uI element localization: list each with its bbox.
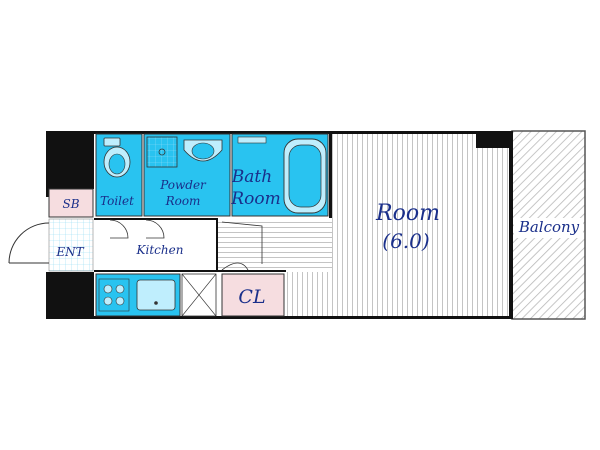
toilet-label: Toilet (100, 194, 134, 208)
entrance-door-swing (8, 222, 50, 264)
kitchen-label: Kitchen (136, 243, 184, 257)
balcony-area: Balcony (511, 130, 586, 320)
closet-label: CL (238, 286, 265, 308)
powder-room-label-line2: Room (165, 194, 201, 208)
room-size-label: (6.0) (382, 229, 429, 253)
powder-room: Powder Room (143, 133, 231, 217)
closet: CL (221, 273, 285, 317)
entrance-label: ENT (55, 245, 84, 259)
entrance-area: ENT (8, 218, 94, 272)
room-label: Room (375, 201, 440, 226)
bathroom-label-line2: Room (230, 189, 280, 209)
shower-tray-icon (146, 136, 178, 168)
main-room-area: Room (6.0) (218, 131, 512, 319)
shoe-box: SB (48, 188, 94, 218)
toilet-tank-icon (103, 137, 121, 147)
kitchen-sink-icon (136, 279, 176, 311)
bathroom: Bath Room (230, 133, 329, 217)
toilet-room: Toilet (95, 133, 143, 217)
walls (46, 131, 513, 319)
bathroom-label-line1: Bath (231, 167, 272, 187)
kitchen-area: Kitchen (109, 219, 263, 271)
shoe-box-label: SB (62, 197, 79, 211)
kitchen-counter (95, 273, 217, 317)
stove-icon (98, 278, 130, 312)
powder-room-label-line1: Powder (159, 178, 207, 192)
balcony-label: Balcony (518, 218, 580, 236)
